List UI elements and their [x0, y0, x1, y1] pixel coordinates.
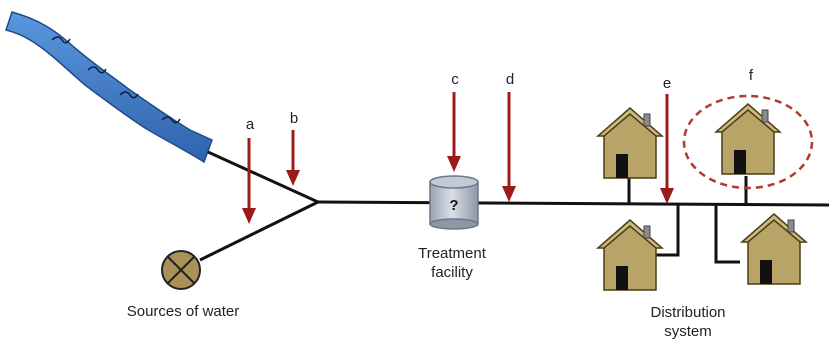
distribution-system-label: Distribution system [628, 303, 748, 341]
arrow-label-f: f [748, 67, 754, 84]
pipe-house-4 [714, 205, 740, 264]
treatment-facility-label: Treatment facility [397, 244, 507, 282]
main-pipe [317, 200, 829, 207]
arrow-a [242, 138, 256, 224]
arrow-label-d: d [505, 71, 515, 88]
treatment-tank-icon: ? [429, 175, 479, 230]
sources-of-water-label: Sources of water [126, 303, 240, 320]
well-icon [161, 250, 201, 290]
arrow-d [502, 92, 516, 202]
pipe-well-branch [199, 200, 319, 262]
treatment-label-line1: Treatment [418, 245, 486, 262]
pipe-house-2 [655, 204, 680, 257]
pipe-network [199, 150, 829, 264]
arrow-c [447, 92, 461, 172]
arrow-label-e: e [662, 75, 672, 92]
sampling-arrows [242, 92, 674, 224]
house-icon [714, 103, 782, 175]
highlight-ellipse [682, 94, 814, 190]
distribution-label-line1: Distribution [650, 304, 726, 321]
arrow-label-b: b [289, 110, 299, 127]
distribution-label-line2: system [664, 323, 712, 340]
arrow-e [660, 94, 674, 204]
river-icon [5, 11, 213, 164]
arrow-label-c: c [451, 71, 459, 88]
treatment-symbol: ? [449, 197, 458, 214]
house-icon [740, 213, 808, 285]
arrow-b [286, 130, 300, 186]
house-icon [596, 219, 664, 291]
treatment-label-line2: facility [431, 264, 473, 281]
arrow-label-a: a [245, 116, 255, 133]
house-icon [596, 107, 664, 179]
pipe-river-branch [207, 150, 319, 204]
